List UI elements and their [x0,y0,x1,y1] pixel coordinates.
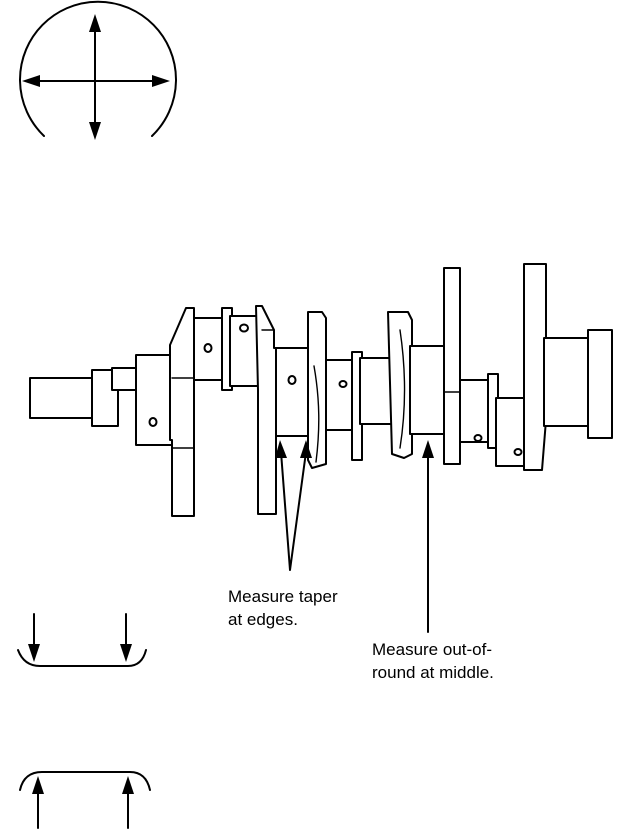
crank-web-5 [443,267,461,465]
arrow-right-icon [152,75,170,87]
crankpin-3 [409,345,447,435]
crank-web-6 [495,397,527,467]
crank-web-2 [255,305,277,515]
taper-measure-detail-icon [19,771,151,829]
crank-web-7 [523,263,547,471]
out-of-round-label-line-2: round at middle. [372,663,494,682]
out-of-round-label-line-1: Measure out-of- [372,640,492,659]
oil-hole [148,417,158,427]
main-journal-2 [275,347,309,437]
journal-cross-section-icon [19,0,177,140]
oil-hole [287,375,297,385]
crank-web-4 [387,311,413,459]
rear-main-journal [543,337,591,427]
taper-label-line-2: at edges. [228,610,298,629]
arrow-left-icon [22,75,40,87]
taper-measure-detail-icon [17,613,147,667]
rear-flange [587,329,613,439]
arrow-up-icon [89,14,101,32]
oil-hole [203,343,213,353]
arrow-down-icon [89,122,101,140]
oil-hole [513,448,523,456]
crank-snout [29,377,97,419]
out-of-round-pointer-arrow [422,440,434,633]
oil-hole [473,434,483,442]
main-journal-3 [359,357,393,425]
crankshaft-illustration [29,263,613,517]
crank-web-1 [169,307,195,517]
taper-pointer-arrows [275,440,312,571]
oil-hole [338,380,348,388]
taper-label-line-1: Measure taper [228,587,338,606]
main-journal-1 [135,354,173,446]
oil-hole [239,323,249,333]
